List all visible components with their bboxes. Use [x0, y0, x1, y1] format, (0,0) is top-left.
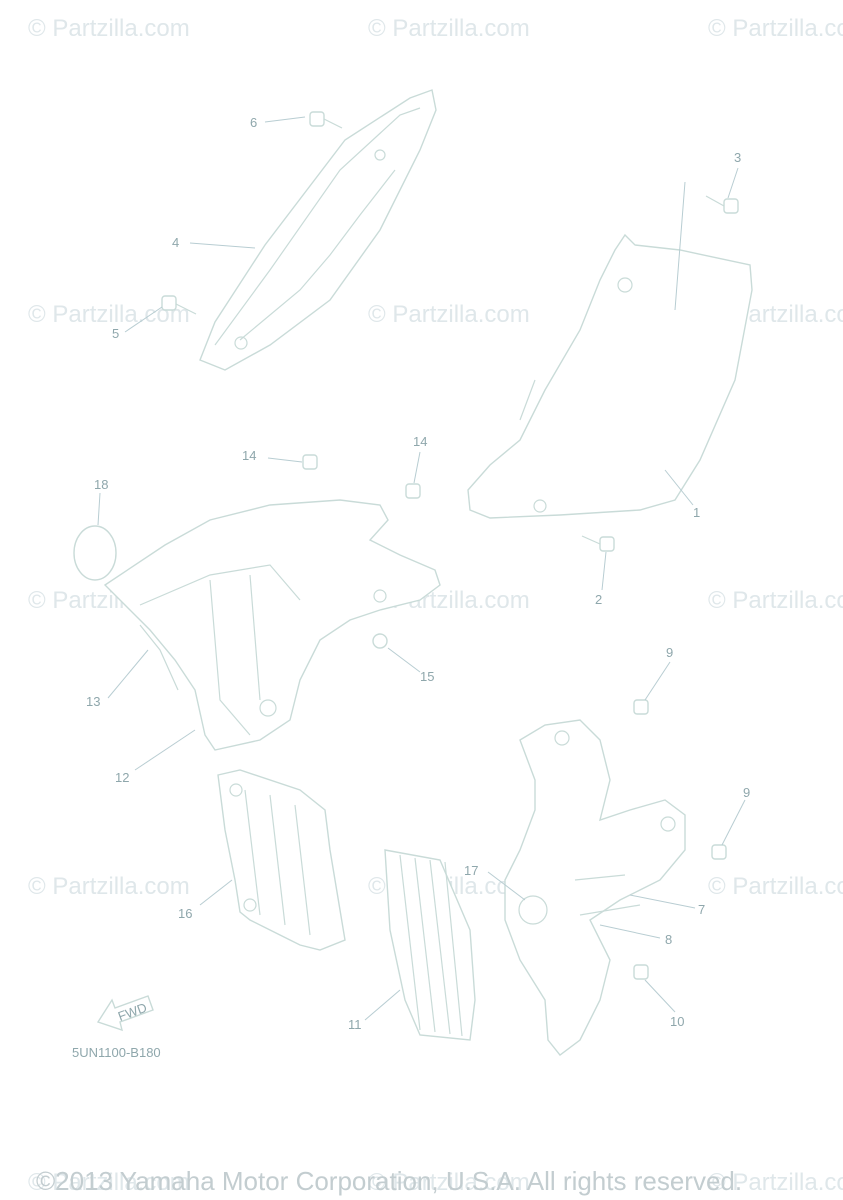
callout-7: 7	[698, 902, 705, 917]
watermark: © Partzilla.com	[28, 1169, 190, 1196]
part-12-radiator-shroud	[103, 499, 441, 751]
watermark: © Partzilla.com	[368, 15, 530, 42]
leader-lines	[97, 116, 746, 1021]
watermark: © Partzilla.com	[28, 873, 190, 900]
callout-4: 4	[172, 235, 179, 250]
part-3-bolt	[705, 195, 739, 214]
part-15-nut	[372, 633, 388, 649]
watermark: © Partzilla.com	[708, 873, 843, 900]
callout-3: 3	[734, 150, 741, 165]
part-5-bolt	[161, 295, 197, 315]
diagram-code: 5UN1100-B180	[72, 1045, 161, 1060]
part-16-radiator-guard	[217, 769, 346, 951]
part-1-side-panel	[467, 233, 753, 519]
callout-16: 16	[178, 906, 192, 921]
callout-6: 6	[250, 115, 257, 130]
part-4-side-cover	[199, 89, 437, 371]
part-8-graphic	[579, 904, 641, 916]
part-10-bolt	[633, 964, 649, 980]
part-13-graphic	[139, 624, 179, 691]
callout-15: 15	[420, 669, 434, 684]
part-9-bolt	[633, 699, 727, 860]
fwd-label: FWD	[116, 1000, 149, 1024]
callout-8: 8	[665, 932, 672, 947]
callout-14b: 14	[413, 434, 427, 449]
watermark: © Partzilla.com	[708, 587, 843, 614]
callout-2: 2	[595, 592, 602, 607]
callout-10: 10	[670, 1014, 684, 1029]
callout-18: 18	[94, 477, 108, 492]
callout-13: 13	[86, 694, 100, 709]
callout-1: 1	[693, 505, 700, 520]
watermark: © Partzilla.com	[368, 1169, 530, 1196]
callout-11: 11	[348, 1017, 362, 1032]
fwd-arrow-icon: FWD	[96, 995, 154, 1032]
part-6-bolt	[309, 111, 343, 129]
watermark: © Partzilla.com	[368, 301, 530, 328]
watermark: © Partzilla.com	[708, 1169, 843, 1196]
watermark: © Partzilla.com	[28, 15, 190, 42]
callout-12: 12	[115, 770, 129, 785]
watermark: © Partzilla.com	[708, 15, 843, 42]
part-18-emblem	[73, 525, 117, 581]
callout-17: 17	[464, 863, 478, 878]
callout-9: 9	[666, 645, 673, 660]
part-2-bolt	[581, 535, 615, 552]
callout-14: 14	[242, 448, 256, 463]
part-11-radiator-grille	[384, 849, 476, 1041]
callout-9b: 9	[743, 785, 750, 800]
part-14-bolt	[302, 454, 421, 499]
callout-5: 5	[112, 326, 119, 341]
copyright-text: ©2013 Yamaha Motor Corporation, U.S.A. A…	[36, 1166, 742, 1196]
part-7-radiator-shroud	[504, 719, 686, 1056]
